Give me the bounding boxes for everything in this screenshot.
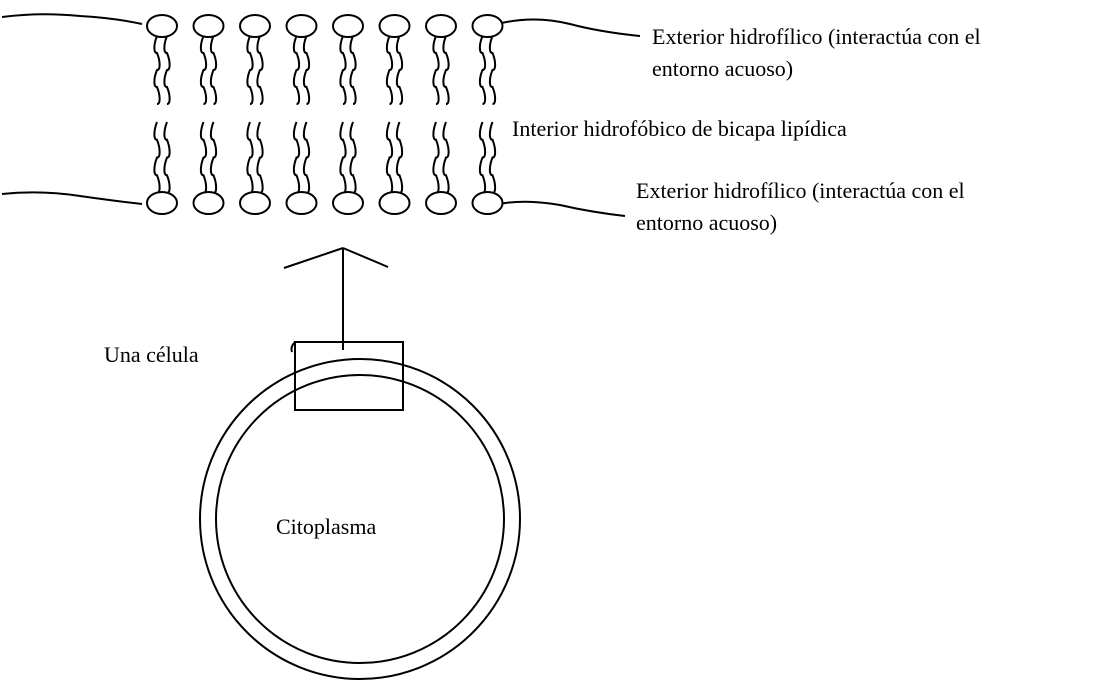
bottom-lipid-tail xyxy=(201,122,206,193)
top-lipid-head xyxy=(147,15,177,37)
bottom-boundary-right xyxy=(490,202,625,216)
bottom-lipid-head xyxy=(473,192,503,214)
top-lipid-tail xyxy=(443,36,448,104)
bottom-lipid-head xyxy=(287,192,317,214)
zoom-arrow xyxy=(284,248,388,350)
top-lipid-tail xyxy=(397,36,402,104)
bottom-lipid-head xyxy=(333,192,363,214)
top-lipid-tail xyxy=(480,36,485,104)
bottom-lipid-head xyxy=(240,192,270,214)
top-lipid-head xyxy=(240,15,270,37)
top-lipid-head xyxy=(426,15,456,37)
top-lipid-head xyxy=(287,15,317,37)
arrow-head-left xyxy=(284,248,343,268)
bottom-lipid-tail xyxy=(433,122,438,193)
top-lipid-head xyxy=(380,15,410,37)
top-lipid-head xyxy=(333,15,363,37)
bottom-lipid-tail xyxy=(247,122,252,193)
bottom-boundary-left xyxy=(2,192,142,204)
bottom-lipid-tail xyxy=(294,122,299,193)
top-lipid-tail xyxy=(257,36,262,104)
top-lipid-tail xyxy=(304,36,309,104)
top-boundary-left xyxy=(2,14,142,24)
top-lipid-tail xyxy=(490,36,495,104)
bottom-lipid-tail xyxy=(350,122,355,193)
bottom-lipid-tail xyxy=(257,122,262,193)
top-lipid-tail xyxy=(211,36,216,104)
top-lipid-tail xyxy=(154,36,159,104)
bottom-lipid-tail xyxy=(304,122,309,193)
bottom-lipid-tail xyxy=(154,122,159,193)
bottom-lipid-tail xyxy=(340,122,345,193)
bottom-lipid-head xyxy=(147,192,177,214)
label-cytoplasm: Citoplasma xyxy=(276,514,376,539)
label-exterior-top-line1: Exterior hidrofílico (interactúa con el xyxy=(652,24,981,49)
bottom-lipid-head xyxy=(426,192,456,214)
top-lipid-tail xyxy=(340,36,345,104)
bottom-lipid-tail xyxy=(480,122,485,193)
label-cell: Una célula xyxy=(104,342,199,367)
top-lipid-tail xyxy=(164,36,169,104)
bottom-lipid-head xyxy=(380,192,410,214)
bottom-lipid-tail xyxy=(387,122,392,193)
bottom-lipid-tail xyxy=(443,122,448,193)
top-lipid-head xyxy=(473,15,503,37)
label-exterior-bottom-line2: entorno acuoso) xyxy=(636,210,777,235)
top-boundary-right xyxy=(490,19,640,36)
top-lipid-tail xyxy=(247,36,252,104)
phospholipid-bilayer xyxy=(147,15,503,214)
top-lipid-tail xyxy=(201,36,206,104)
top-lipid-tail xyxy=(294,36,299,104)
top-lipid-tail xyxy=(433,36,438,104)
top-lipid-tail xyxy=(387,36,392,104)
arrow-head-right xyxy=(343,248,388,267)
bottom-lipid-tail xyxy=(164,122,169,193)
label-exterior-top-line2: entorno acuoso) xyxy=(652,56,793,81)
bottom-lipid-tail xyxy=(397,122,402,193)
label-exterior-bottom-line1: Exterior hidrofílico (interactúa con el xyxy=(636,178,965,203)
top-lipid-head xyxy=(194,15,224,37)
bottom-lipid-tail xyxy=(490,122,495,193)
bottom-lipid-head xyxy=(194,192,224,214)
bottom-lipid-tail xyxy=(211,122,216,193)
label-interior: Interior hidrofóbico de bicapa lipídica xyxy=(512,116,847,141)
top-lipid-tail xyxy=(350,36,355,104)
